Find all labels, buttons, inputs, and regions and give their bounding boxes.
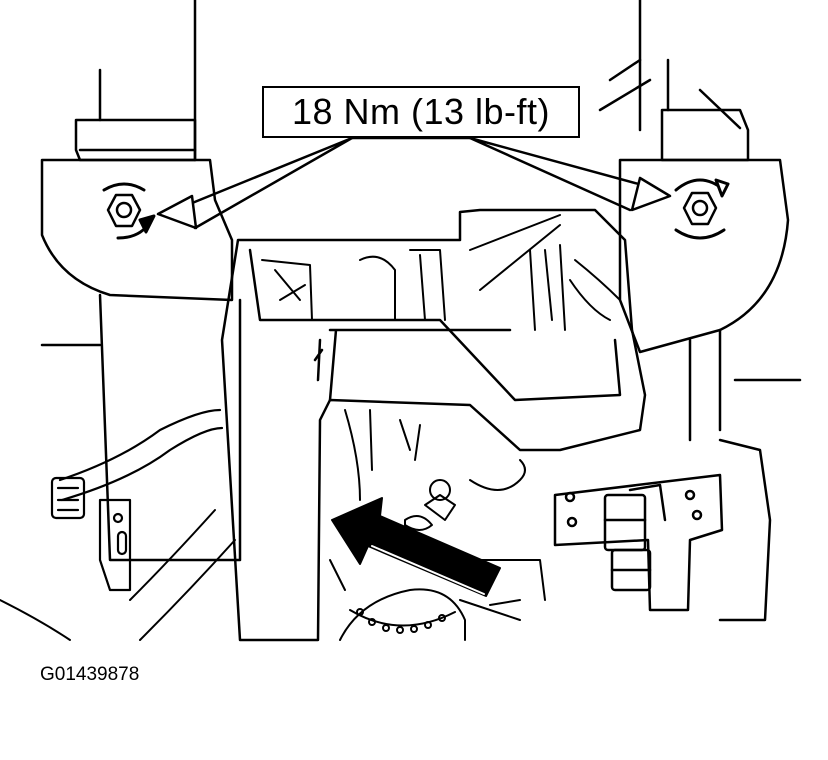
lower-gear-assembly bbox=[329, 479, 546, 641]
nut-icon bbox=[106, 193, 142, 228]
right-mounting-bracket bbox=[618, 158, 802, 442]
rotation-arrow-icon bbox=[674, 178, 730, 240]
top-right-block bbox=[660, 58, 750, 162]
torque-leader-arrows bbox=[156, 136, 672, 230]
left-mounting-nut bbox=[102, 182, 156, 240]
pointer-arrow-icon bbox=[331, 497, 501, 597]
lower-left-trim bbox=[0, 509, 236, 641]
figure-id-label: G01439878 bbox=[40, 664, 140, 685]
rotation-arrow-icon bbox=[102, 182, 156, 240]
right-connector-bracket bbox=[553, 438, 772, 622]
top-left-block bbox=[74, 68, 197, 162]
column-housing bbox=[220, 208, 647, 642]
steering-column-upper bbox=[193, 0, 652, 162]
nut-icon bbox=[682, 191, 718, 226]
left-wire-harness bbox=[50, 408, 224, 592]
right-mounting-nut bbox=[674, 178, 730, 240]
internal-components bbox=[261, 214, 621, 501]
torque-callout-label: 18 Nm (13 lb-ft) bbox=[262, 86, 580, 138]
left-mounting-bracket bbox=[40, 158, 242, 562]
